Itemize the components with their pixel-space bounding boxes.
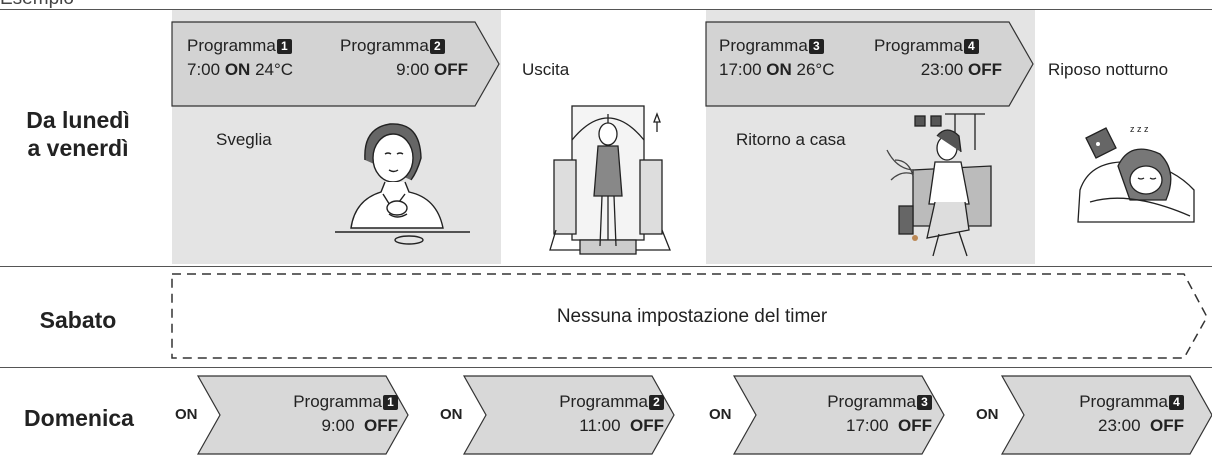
saturday-dashed-box: [171, 273, 1208, 359]
sunday-chevron-3: [732, 375, 945, 455]
sunday-chevron-1: [196, 375, 409, 455]
scene-label-exit: Uscita: [522, 60, 570, 79]
sunday-program-number-2: 2: [649, 395, 664, 410]
sunday-chevron-2: [462, 375, 675, 455]
scene-label-wake: Sveglia: [216, 130, 272, 149]
sunday-chevron-4: [1000, 375, 1212, 455]
illustration-woman-sofa: [886, 113, 992, 257]
saturday-no-timer-text: Nessuna impostazione del timer: [556, 306, 828, 327]
sunday-on-label-4: ON: [976, 406, 999, 423]
scene-label-return: Ritorno a casa: [736, 130, 846, 149]
rule-after-weekdays: [0, 266, 1212, 267]
program-banner-3-4: [705, 21, 1034, 107]
scene-label-night: Riposo notturno: [1048, 60, 1169, 79]
program-number-1: 1: [276, 39, 292, 54]
sunday-program-number-4: 4: [1169, 395, 1184, 410]
sunday-program-number-1: 1: [383, 395, 398, 410]
program-number-3: 3: [808, 39, 824, 54]
row-label-weekdays: Da lunedì a venerdì: [26, 107, 130, 161]
illustration-woman-door: [549, 105, 671, 255]
rule-top: [0, 9, 1212, 10]
sunday-program-number-3: 3: [917, 395, 932, 410]
program-number-4: 4: [963, 39, 979, 54]
illustration-woman-sleeping: z z z: [1077, 124, 1195, 223]
program-number-2: 2: [429, 39, 445, 54]
sunday-on-label-1: ON: [175, 406, 198, 423]
illustration-woman-coffee: [335, 123, 470, 245]
program-banner-1-2: [171, 21, 500, 107]
header-partial-text: Esempio: [0, 0, 74, 10]
svg-text:z z z: z z z: [1130, 124, 1149, 134]
row-label-sunday: Domenica: [24, 405, 134, 431]
sunday-on-label-2: ON: [440, 406, 463, 423]
row-label-saturday: Sabato: [39, 307, 117, 333]
sunday-on-label-3: ON: [709, 406, 732, 423]
rule-after-saturday: [0, 367, 1212, 368]
